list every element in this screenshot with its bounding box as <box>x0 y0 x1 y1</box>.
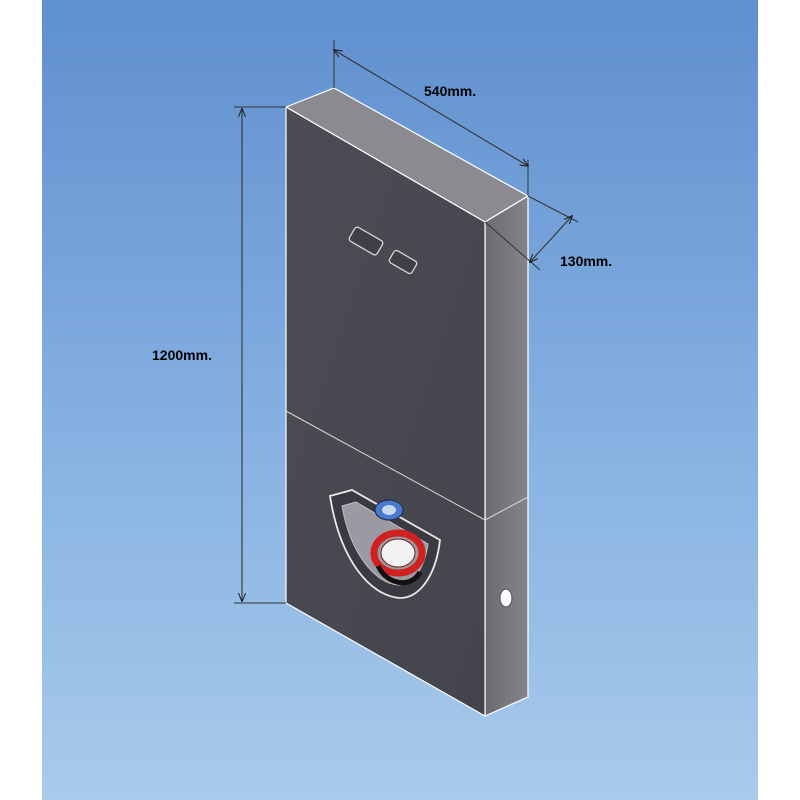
flush-button-left-icon <box>348 226 384 256</box>
margin-right <box>758 0 800 800</box>
width-dimension: 540mm. <box>334 40 528 196</box>
cabinet-side-face <box>484 194 529 717</box>
depth-label: 130mm. <box>560 253 612 269</box>
side-inlet-hole-icon <box>499 588 513 608</box>
panel-split-line <box>285 410 529 521</box>
cabinet <box>284 87 530 718</box>
height-dimension: 1200mm. <box>152 106 286 604</box>
width-label: 540mm. <box>424 83 476 99</box>
flush-button-right-icon <box>388 249 418 275</box>
height-label: 1200mm. <box>152 347 212 363</box>
margin-left <box>0 0 42 800</box>
waste-outlet-icon <box>328 489 441 599</box>
depth-dimension: 130mm. <box>484 195 612 271</box>
